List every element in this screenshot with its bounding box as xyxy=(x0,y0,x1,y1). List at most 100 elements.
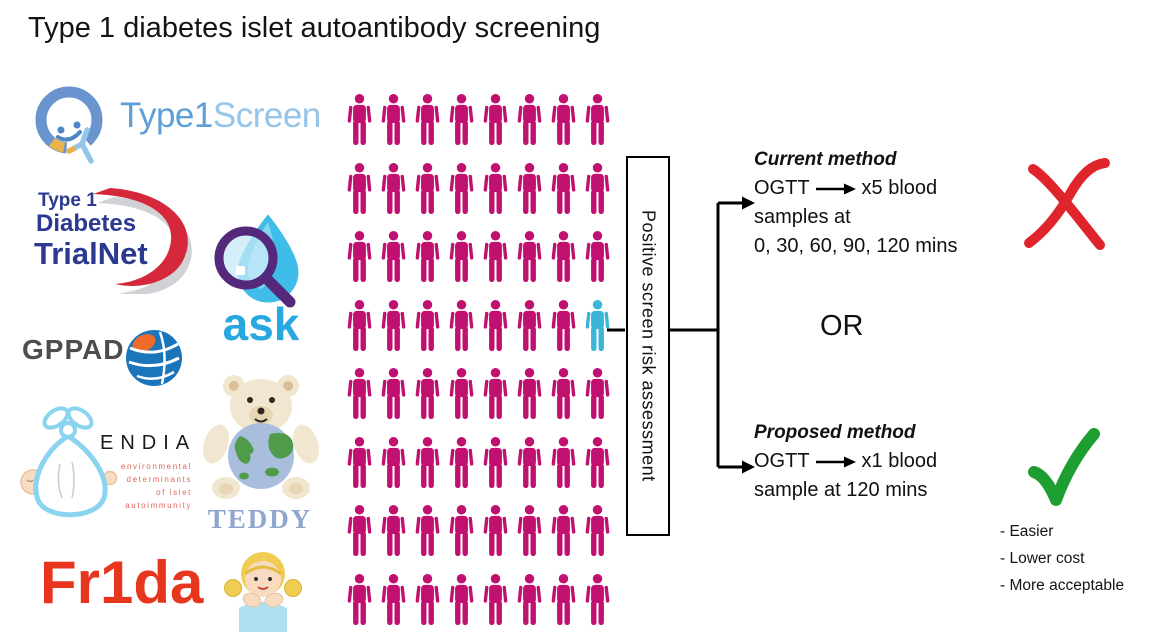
person-icon xyxy=(448,432,475,494)
person-icon xyxy=(380,226,407,288)
figure-title: Type 1 diabetes islet autoantibody scree… xyxy=(28,12,601,44)
person-icon xyxy=(550,569,577,631)
endia-tagline-line: environmental xyxy=(120,462,192,471)
person-icon xyxy=(516,89,543,151)
person-icon xyxy=(516,500,543,562)
person-icon xyxy=(550,89,577,151)
green-check-icon xyxy=(1028,428,1100,506)
person-icon xyxy=(380,89,407,151)
person-icon xyxy=(482,432,509,494)
current-method-result: x5 blood xyxy=(861,177,938,199)
person-icon xyxy=(482,295,509,357)
benefits-list: - Easier - Lower cost - More acceptable xyxy=(1000,518,1124,599)
person-icon xyxy=(550,363,577,425)
proposed-method-result: x1 blood xyxy=(861,450,938,472)
highlighted-person-icon xyxy=(584,295,611,357)
person-icon xyxy=(482,226,509,288)
person-icon xyxy=(584,226,611,288)
type1screen-name-part2: Screen xyxy=(212,96,321,135)
ask-icon xyxy=(214,210,302,308)
person-icon xyxy=(380,500,407,562)
person-icon xyxy=(584,432,611,494)
trialnet-swoosh-icon xyxy=(93,188,192,294)
person-icon xyxy=(414,500,441,562)
person-icon xyxy=(516,226,543,288)
gppad-label: GPPAD xyxy=(22,334,125,365)
proposed-method-detail: sample at 120 mins xyxy=(754,479,928,501)
or-label: OR xyxy=(820,310,864,342)
endia-tagline-line: autoimmunity xyxy=(125,501,192,510)
current-method-step: OGTT xyxy=(754,177,810,199)
person-icon xyxy=(448,295,475,357)
person-icon xyxy=(414,226,441,288)
person-icon xyxy=(448,363,475,425)
right-arrow-icon xyxy=(815,456,856,467)
current-method-block: Current method OGTT x5 blood samples at … xyxy=(754,146,957,261)
person-icon xyxy=(584,89,611,151)
person-icon xyxy=(346,226,373,288)
risk-assessment-box: Positive screen risk assessment xyxy=(626,156,670,536)
trialnet-line2: Diabetes xyxy=(36,210,137,237)
person-icon xyxy=(516,363,543,425)
person-icon xyxy=(448,569,475,631)
teddy-label: TEDDY xyxy=(207,504,313,534)
person-icon xyxy=(482,158,509,220)
person-icon xyxy=(414,295,441,357)
person-icon xyxy=(448,500,475,562)
person-icon xyxy=(482,363,509,425)
ask-label: ask xyxy=(222,298,300,350)
person-icon xyxy=(414,158,441,220)
proposed-method-step: OGTT xyxy=(754,450,810,472)
person-icon xyxy=(380,569,407,631)
person-icon xyxy=(346,295,373,357)
endia-tagline-line: of islet xyxy=(156,488,192,497)
person-icon xyxy=(550,226,577,288)
current-method-detail: 0, 30, 60, 90, 120 mins xyxy=(754,235,958,257)
endia-tagline: environmental determinants of islet auto… xyxy=(76,460,192,512)
benefit-item: - Lower cost xyxy=(1000,550,1085,567)
endia-label: ENDIA xyxy=(100,432,197,454)
person-icon xyxy=(584,569,611,631)
person-icon xyxy=(550,158,577,220)
person-icon xyxy=(346,89,373,151)
population-grid xyxy=(342,86,614,634)
endia-tagline-line: determinants xyxy=(126,475,192,484)
risk-box-label: Positive screen risk assessment xyxy=(638,210,659,482)
type1screen-icon xyxy=(35,86,103,164)
person-icon xyxy=(482,500,509,562)
person-icon xyxy=(380,158,407,220)
gppad-globe-icon xyxy=(126,330,182,386)
right-arrow-icon xyxy=(815,183,856,194)
trialnet-line1: Type 1 xyxy=(38,190,97,211)
person-icon xyxy=(380,432,407,494)
person-icon xyxy=(414,569,441,631)
proposed-method-block: Proposed method OGTT x1 blood sample at … xyxy=(754,419,937,505)
person-icon xyxy=(550,432,577,494)
person-icon xyxy=(516,432,543,494)
person-icon xyxy=(380,363,407,425)
person-icon xyxy=(414,89,441,151)
person-icon xyxy=(414,432,441,494)
person-icon xyxy=(448,89,475,151)
person-icon xyxy=(584,158,611,220)
teddy-bear-icon xyxy=(203,375,319,499)
benefit-item: - More acceptable xyxy=(1000,577,1125,594)
person-icon xyxy=(584,363,611,425)
endia-bundle-icon xyxy=(20,406,118,518)
red-cross-icon xyxy=(1024,158,1110,250)
person-icon xyxy=(550,295,577,357)
person-icon xyxy=(516,295,543,357)
person-icon xyxy=(346,158,373,220)
current-method-heading: Current method xyxy=(754,149,897,170)
person-icon xyxy=(414,363,441,425)
trialnet-line3: TrialNet xyxy=(34,236,148,271)
proposed-method-heading: Proposed method xyxy=(754,422,916,443)
person-icon xyxy=(380,295,407,357)
person-icon xyxy=(584,500,611,562)
person-icon xyxy=(346,363,373,425)
person-icon xyxy=(448,158,475,220)
type1screen-name-part1: Type1 xyxy=(120,96,213,135)
person-icon xyxy=(448,226,475,288)
fr1da-label: Fr1da xyxy=(40,549,204,616)
